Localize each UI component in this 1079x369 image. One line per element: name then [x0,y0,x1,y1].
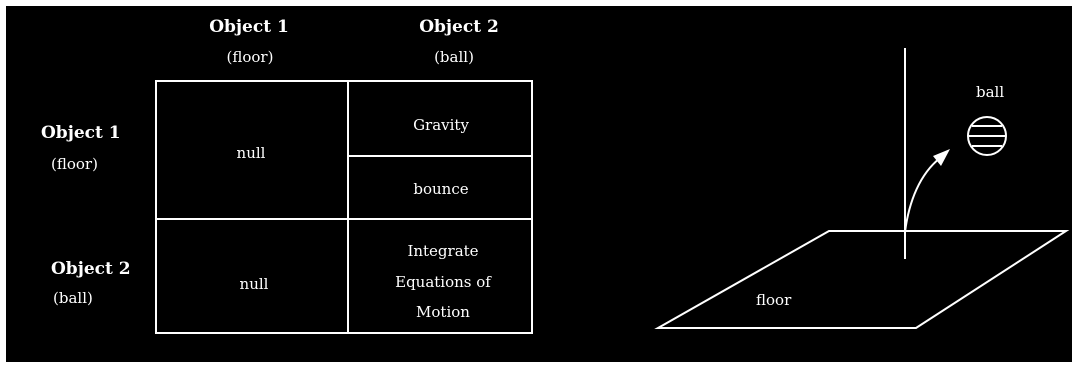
col-1-subtitle: (floor) [227,48,274,66]
row-1-subtitle: (floor) [51,155,98,173]
cell-ball-ball-line-3: Motion [416,303,470,321]
interaction-matrix [155,80,533,334]
cell-ball-ball: Integrate Equations of Motion [395,242,492,321]
col-2-title: Object 2 [419,17,499,37]
col-2-subtitle: (ball) [434,48,474,66]
diagram-svg: Object 1 (floor) Object 2 (ball) Object … [41,17,1070,334]
ball-label: ball [976,83,1004,101]
cell-ball-ball-line-2: Equations of [395,273,492,291]
cell-floor-ball-top: Gravity [413,116,469,134]
floor-label: floor [756,291,792,309]
cell-ball-floor: null [240,275,269,293]
bounce-trajectory [904,157,941,233]
row-2-title: Object 2 [51,259,131,279]
matrix-border [155,80,533,334]
floor-ball-scene: ball floor [654,48,1070,329]
cell-floor-floor: null [237,144,266,162]
ball-icon [967,116,1007,156]
floor-plane [654,230,1070,329]
col-1-title: Object 1 [209,17,289,37]
cell-ball-ball-line-1: Integrate [407,242,478,260]
row-1-title: Object 1 [41,123,121,143]
diagram-canvas: Object 1 (floor) Object 2 (ball) Object … [6,6,1072,362]
cell-floor-ball-bottom: bounce [413,180,468,198]
trajectory-arrowhead [933,149,950,166]
row-2-subtitle: (ball) [53,289,93,307]
